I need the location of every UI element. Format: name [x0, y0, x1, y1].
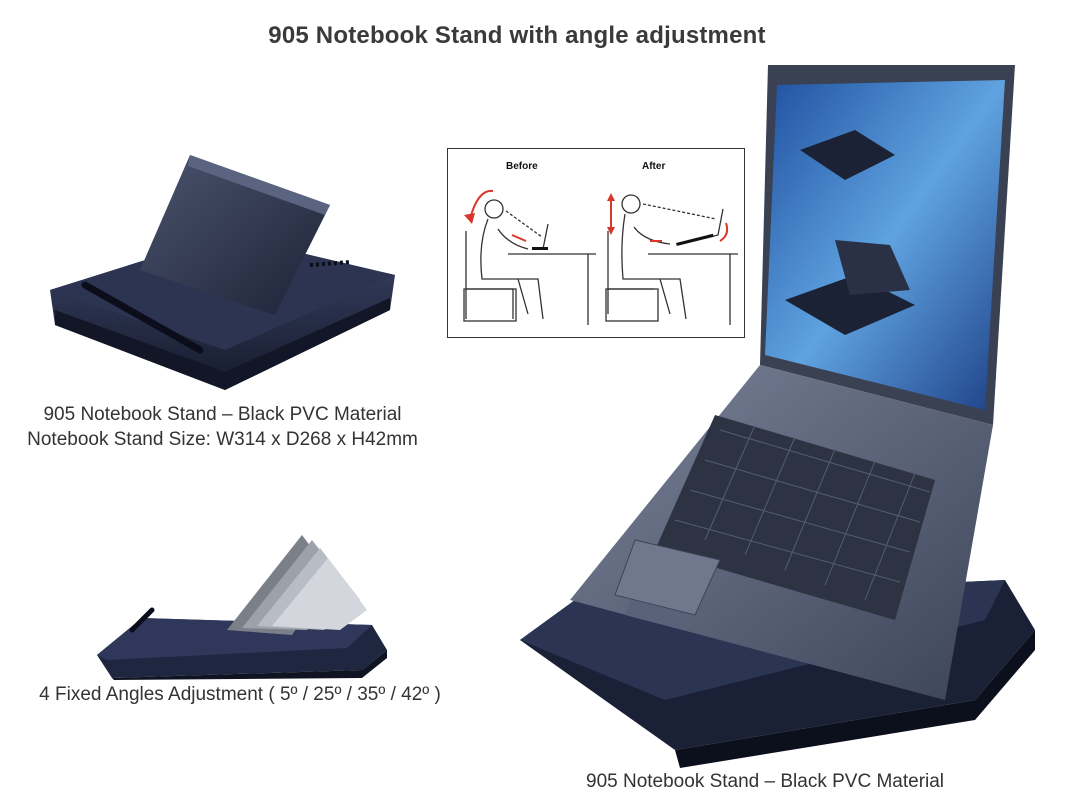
- laptop-on-stand-photo: [515, 60, 1050, 770]
- stand-caption-material: 905 Notebook Stand – Black PVC Material: [43, 404, 402, 425]
- ergonomics-diagram: Before After: [447, 148, 745, 338]
- notebook-stand-photo: [45, 150, 405, 395]
- page-title: 905 Notebook Stand with angle adjustment: [268, 22, 766, 49]
- angle-adjustment-photo: [92, 530, 392, 680]
- after-label: After: [642, 161, 666, 172]
- stand-caption-size: Notebook Stand Size: W314 x D268 x H42mm: [27, 429, 418, 450]
- stand-caption: 905 Notebook Stand – Black PVC Material …: [0, 402, 445, 452]
- before-label: Before: [506, 161, 538, 172]
- laptop-caption: 905 Notebook Stand – Black PVC Material: [586, 771, 945, 792]
- angles-caption: 4 Fixed Angles Adjustment ( 5º / 25º / 3…: [39, 684, 441, 705]
